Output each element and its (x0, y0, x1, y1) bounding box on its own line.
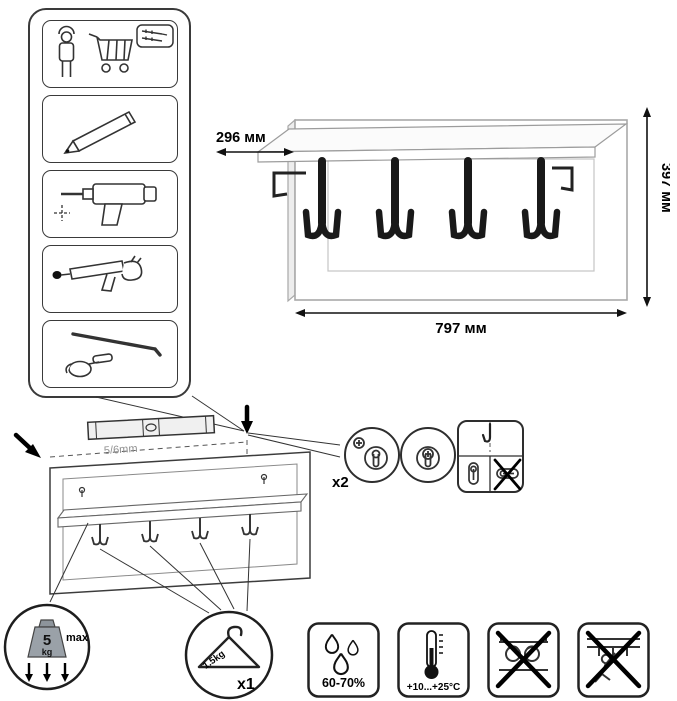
hook-outline (91, 514, 259, 546)
hanger-guide-lines (99, 538, 251, 614)
drill-size-note: 5/6mm (104, 443, 138, 457)
shelf-outline (56, 493, 309, 528)
pointer-lines (95, 395, 341, 458)
max-weight-badge: 5 kg max (3, 603, 91, 691)
max-weight-unit: kg (42, 647, 53, 657)
no-climbing-box (577, 622, 650, 698)
max-weight-value: 5 (43, 632, 51, 649)
keyhole-mark (78, 473, 268, 497)
product-figure: 296 мм 397 мм 797 мм (216, 107, 670, 337)
humidity-label: 60-70% (322, 676, 365, 690)
dim-depth: 296 мм (216, 130, 294, 156)
weight-guide-line (49, 522, 89, 603)
weight-icon (27, 619, 67, 658)
dim-width-label: 797 мм (435, 320, 486, 337)
hanger-load-badge: 1.5kg x1 (184, 610, 274, 700)
hanger-qty-label: x1 (237, 676, 255, 693)
dim-height-label: 397 мм (658, 163, 670, 213)
down-arrows-icon (25, 663, 69, 682)
screws-icon (135, 24, 174, 48)
spirit-level-icon (86, 414, 216, 441)
pencil-icon (62, 110, 136, 155)
correct-orientation-icon (468, 462, 479, 485)
coat-hook (521, 157, 561, 240)
hanger-icon (197, 625, 261, 669)
rack-outline (49, 451, 311, 595)
coat-hook (448, 157, 488, 240)
end-hook-right (552, 166, 574, 192)
dim-height: 397 мм (643, 107, 670, 307)
dim-width: 797 мм (295, 309, 627, 337)
cross-icon (495, 630, 552, 689)
coat-hook (375, 157, 415, 240)
mount-arrow-left (13, 432, 41, 458)
tool-step-insert (41, 320, 178, 388)
shelf-board (256, 123, 628, 163)
temperature-box: +10...+25°C (397, 622, 470, 698)
cross-icon (585, 630, 642, 689)
tool-step-drill (41, 170, 178, 238)
water-drops-icon (324, 633, 359, 676)
hook-usage-box (457, 420, 524, 493)
keyhole-detail-circle-2 (400, 427, 456, 483)
mount-arrow-top (241, 404, 253, 434)
end-hook-left (272, 171, 306, 198)
person-cart-icon (57, 24, 174, 77)
fastener-qty-label: x2 (332, 474, 349, 491)
drill-icon (53, 183, 157, 226)
temperature-label: +10...+25°C (407, 682, 460, 693)
coat-hook (302, 157, 342, 240)
fastener-detail: x2 (332, 420, 524, 493)
guide-lines (49, 440, 248, 458)
tools-panel (28, 8, 191, 398)
installation-figure: 5/6mm (13, 395, 341, 614)
humidity-box: 60-70% (307, 622, 380, 698)
glue-gun-icon (52, 255, 142, 292)
hook-icon (481, 422, 492, 443)
no-shelf-load-box (487, 622, 560, 698)
keyhole-detail-circle-1 (344, 427, 400, 483)
tool-step-pencil (41, 95, 178, 163)
rod-hand-icon (64, 332, 162, 378)
cross-icon (493, 458, 522, 491)
tool-step-shopping (41, 20, 178, 88)
max-label: max (66, 632, 89, 644)
thermometer-icon (424, 630, 443, 679)
dim-depth-label: 296 мм (216, 130, 266, 146)
tool-step-glue (41, 245, 178, 313)
